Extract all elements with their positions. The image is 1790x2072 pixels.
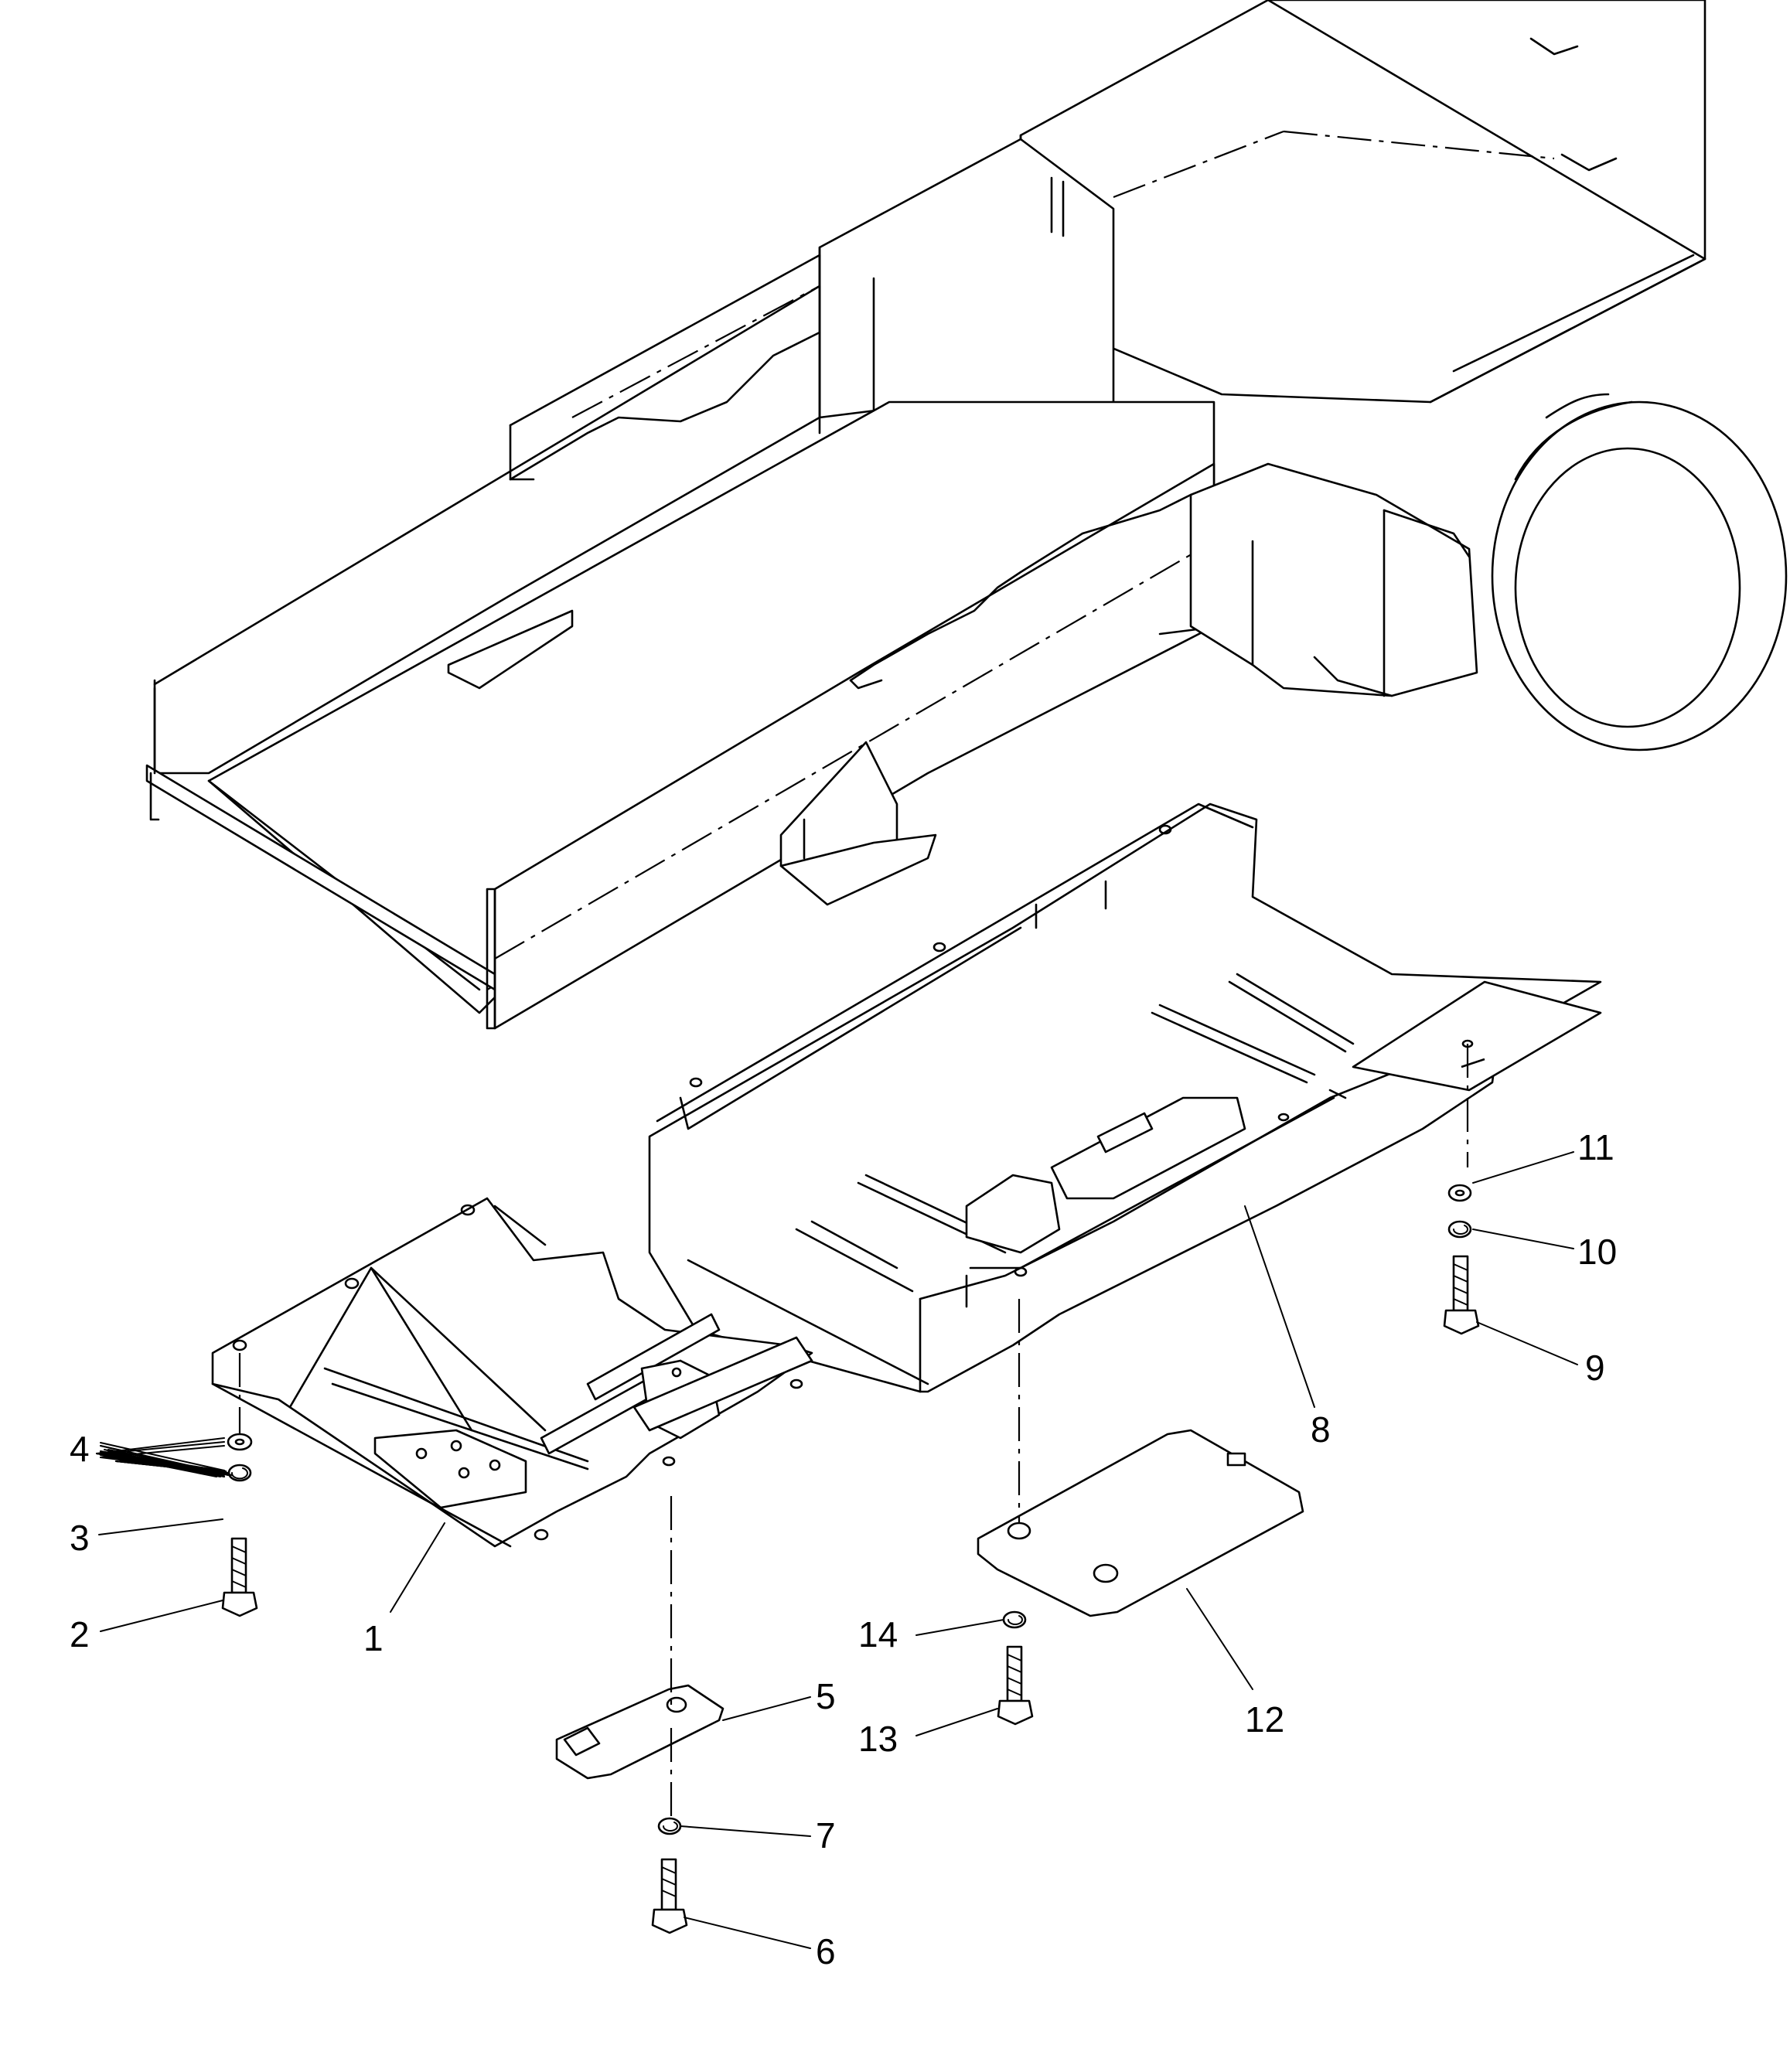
callout-12: 12 (1245, 1699, 1284, 1740)
callout-1: 1 (363, 1618, 384, 1658)
callout-11: 11 (1577, 1127, 1614, 1167)
assembly-lines (238, 1044, 1469, 1817)
callout-5: 5 (816, 1676, 836, 1716)
callout-6: 6 (816, 1931, 836, 1971)
callout-14: 14 (858, 1614, 898, 1655)
callout-2: 2 (70, 1614, 90, 1655)
callout-7: 7 (816, 1815, 836, 1856)
callout-3: 3 (70, 1518, 90, 1558)
leaders-numbered (98, 1151, 1578, 1949)
part-1-cover (211, 1197, 813, 1548)
callout-8: 8 (1311, 1409, 1331, 1450)
callout-4: 4 (70, 1429, 90, 1469)
callout-13: 13 (858, 1719, 898, 1759)
fasteners (221, 1184, 1480, 1934)
part-8-under-cover (648, 803, 1602, 1393)
callout-10: 10 (1577, 1232, 1617, 1272)
part-5-small-lid (555, 1684, 725, 1780)
machine-frame (145, 0, 1788, 1030)
callout-labels: 1 2 3 4 5 6 7 8 9 10 11 12 13 14 (70, 1127, 1617, 1971)
part-12-lid (977, 1429, 1304, 1617)
leaders (96, 1437, 225, 1454)
callout-9: 9 (1585, 1348, 1605, 1388)
